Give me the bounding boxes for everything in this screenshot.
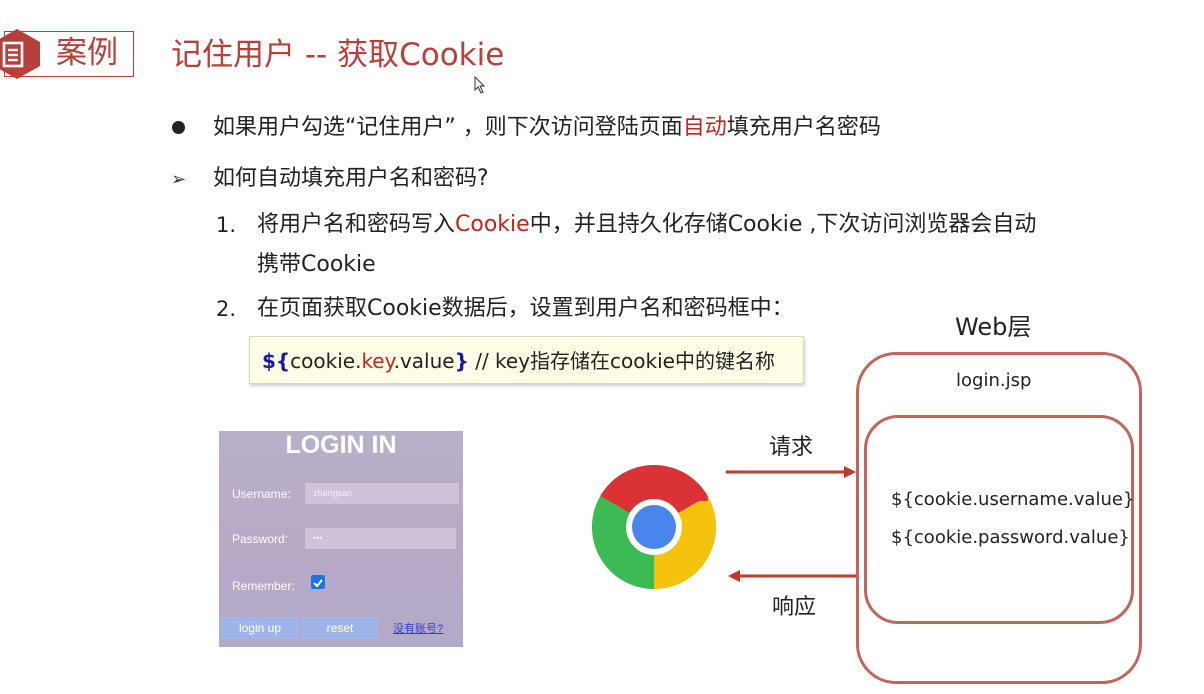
web-layer-box (856, 352, 1142, 684)
step-2-number: 2. (216, 297, 237, 321)
response-label: 响应 (772, 595, 817, 620)
bullet-dot-icon (172, 121, 185, 134)
mouse-cursor-icon (474, 76, 486, 94)
login-form-screenshot: LOGIN IN Username: zhangsan Password: ••… (219, 431, 463, 647)
arrow-bullet-icon: ➢ (171, 169, 187, 190)
step-1-text-end: 中，并且持久化存储Cookie ,下次访问浏览器会自动 (529, 212, 1037, 237)
jsp-file-label: login.jsp (956, 370, 1032, 391)
password-input[interactable]: ••• (305, 528, 456, 549)
username-expression: ${cookie.username.value} (891, 489, 1135, 510)
highlight-cookie: Cookie (455, 212, 530, 237)
highlight-auto: 自动 (682, 115, 727, 140)
web-layer-title: Web层 (955, 313, 1032, 341)
code-key: key (361, 349, 394, 373)
document-icon (0, 29, 40, 79)
slide-title: 记住用户 -- 获取Cookie (171, 37, 505, 73)
code-snippet: ${cookie.key.value} // key指存储在cookie中的键名… (249, 336, 804, 384)
step-2-text: 在页面获取Cookie数据后，设置到用户名和密码框中： (257, 296, 794, 321)
checkmark-icon (313, 579, 323, 588)
step-1-text-start: 将用户名和密码写入 (257, 212, 456, 237)
bullet-text: 如果用户勾选“记住用户” ，则下次访问登陆页面 (213, 115, 683, 140)
step-1-number: 1. (216, 213, 237, 237)
request-arrow (726, 466, 856, 478)
username-label: Username: (232, 487, 291, 501)
reset-button[interactable]: reset (302, 617, 378, 639)
code-comment: // key指存储在cookie中的键名称 (468, 349, 775, 373)
code-el-close: } (454, 349, 469, 373)
section-badge-label: 案例 (56, 35, 118, 71)
bullet-text-end: 填充用户名密码 (726, 115, 881, 140)
login-title: LOGIN IN (285, 431, 397, 459)
step-1-text: 将用户名和密码写入Cookie中，并且持久化存储Cookie ,下次访问浏览器会… (257, 210, 1036, 240)
password-label: Password: (232, 532, 289, 546)
bullet-remember-user: 如果用户勾选“记住用户” ，则下次访问登陆页面自动填充用户名密码 (213, 113, 881, 143)
step-1-text-line2: 携带Cookie (257, 252, 376, 277)
response-arrow (728, 570, 858, 582)
remember-checkbox[interactable] (311, 575, 325, 589)
username-input[interactable]: zhangsan (305, 483, 459, 504)
request-label: 请求 (769, 435, 814, 460)
code-value: .value (393, 349, 455, 373)
login-up-button[interactable]: login up (221, 617, 299, 639)
password-expression: ${cookie.password.value} (891, 527, 1130, 548)
remember-label: Remember: (232, 579, 295, 593)
chrome-icon (591, 464, 717, 589)
bullet-how-to-autofill: 如何自动填充用户名和密码? (213, 166, 489, 191)
code-el-open: ${ (262, 349, 291, 373)
register-link[interactable]: 没有账号? (393, 623, 444, 635)
jsp-content-box (864, 415, 1134, 624)
code-cookie: cookie. (290, 349, 362, 373)
